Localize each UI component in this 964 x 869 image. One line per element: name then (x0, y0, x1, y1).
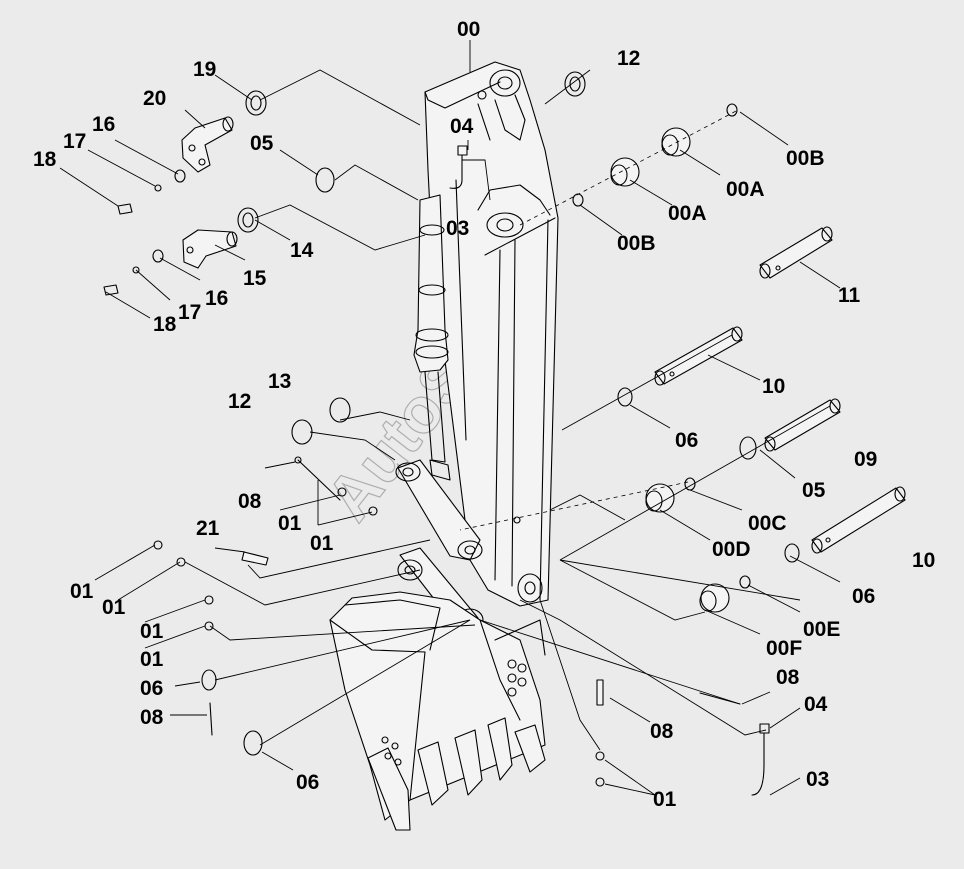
label-10: 10 (912, 549, 935, 572)
washer-12-lower (291, 419, 313, 445)
bucket (329, 591, 546, 831)
label-10: 10 (762, 375, 785, 398)
label-01: 01 (140, 648, 164, 671)
label-17: 17 (178, 301, 201, 324)
washer-19 (245, 90, 267, 116)
nut-01-c (153, 540, 163, 550)
nut-01-e (204, 595, 214, 605)
pin-10-upper (654, 326, 743, 386)
label-01: 01 (278, 512, 302, 535)
grease-fitting-04-lower (759, 723, 770, 734)
pipe-03-lower (751, 732, 765, 796)
bucket-cylinder (413, 194, 451, 481)
label-03: 03 (446, 217, 469, 240)
washer-13 (329, 397, 351, 423)
label-04: 04 (450, 115, 474, 138)
label-00B: 00B (617, 232, 656, 255)
washer-17-top (154, 184, 162, 192)
nut-01-b (368, 506, 378, 516)
lock-plate-21 (241, 551, 269, 566)
seal-06-left (201, 669, 217, 691)
part-labels: 00 12 19 20 16 17 18 05 04 03 14 15 16 1… (33, 18, 935, 811)
label-08: 08 (140, 706, 164, 729)
pin-11 (759, 226, 833, 279)
label-01: 01 (310, 532, 334, 555)
label-00B: 00B (786, 147, 825, 170)
nut-01-f (204, 621, 214, 631)
washer-16-top (174, 169, 186, 183)
label-00E: 00E (803, 618, 840, 641)
label-19: 19 (193, 58, 216, 81)
label-06: 06 (296, 771, 319, 794)
label-13: 13 (268, 370, 291, 393)
washer-16-lower (152, 249, 164, 263)
oring-00E (739, 575, 751, 589)
label-08: 08 (238, 490, 262, 513)
nut-01-g (595, 751, 605, 761)
label-01: 01 (653, 788, 677, 811)
label-06: 06 (675, 429, 698, 452)
label-16: 16 (92, 113, 115, 136)
label-21: 21 (196, 517, 220, 540)
nut-01-d (176, 557, 186, 567)
bolt-08-left (297, 459, 341, 501)
label-00F: 00F (766, 637, 802, 660)
seal-06-right (784, 543, 800, 563)
label-18: 18 (153, 313, 177, 336)
label-06: 06 (852, 585, 875, 608)
bushing-00F (700, 583, 730, 613)
label-04: 04 (804, 693, 828, 716)
leader-lines (59, 40, 841, 796)
bolt-08-lower-left (209, 702, 213, 736)
label-00A: 00A (668, 202, 707, 225)
label-12: 12 (228, 390, 251, 413)
label-15: 15 (243, 267, 267, 290)
label-00A: 00A (726, 178, 765, 201)
label-14: 14 (290, 239, 314, 262)
washer-12-top (564, 71, 586, 97)
washer-17-lower (132, 266, 140, 274)
oring-00B-lower (572, 193, 584, 207)
label-06: 06 (140, 677, 163, 700)
label-00C: 00C (748, 512, 787, 535)
label-09: 09 (854, 448, 877, 471)
label-05: 05 (802, 479, 826, 502)
label-01: 01 (70, 580, 94, 603)
seal-06-upper (617, 387, 633, 407)
pin-15 (182, 229, 238, 269)
label-00: 00 (457, 18, 480, 41)
label-01: 01 (102, 596, 126, 619)
label-12: 12 (617, 47, 640, 70)
label-18: 18 (33, 148, 57, 171)
label-20: 20 (143, 87, 166, 110)
label-03: 03 (806, 768, 829, 791)
nut-01-h (595, 777, 605, 787)
oring-00B-top (726, 103, 738, 117)
label-08: 08 (650, 720, 674, 743)
nut-01-a (337, 487, 347, 497)
label-00D: 00D (712, 538, 751, 561)
label-11: 11 (838, 284, 861, 307)
bolt-18-lower (103, 284, 119, 296)
pin-20 (181, 116, 234, 173)
label-16: 16 (205, 287, 228, 310)
seal-06-bottom (243, 730, 263, 756)
washer-14 (237, 207, 259, 233)
label-01: 01 (140, 620, 164, 643)
label-17: 17 (63, 130, 86, 153)
pin-09 (764, 398, 841, 452)
label-08: 08 (776, 666, 800, 689)
pipe-03-top (449, 154, 463, 189)
seal-05-top (315, 167, 335, 193)
pin-10-lower (811, 486, 906, 554)
label-05: 05 (250, 132, 274, 155)
bolt-18-top (117, 203, 133, 215)
bolt-08-center (596, 679, 604, 706)
